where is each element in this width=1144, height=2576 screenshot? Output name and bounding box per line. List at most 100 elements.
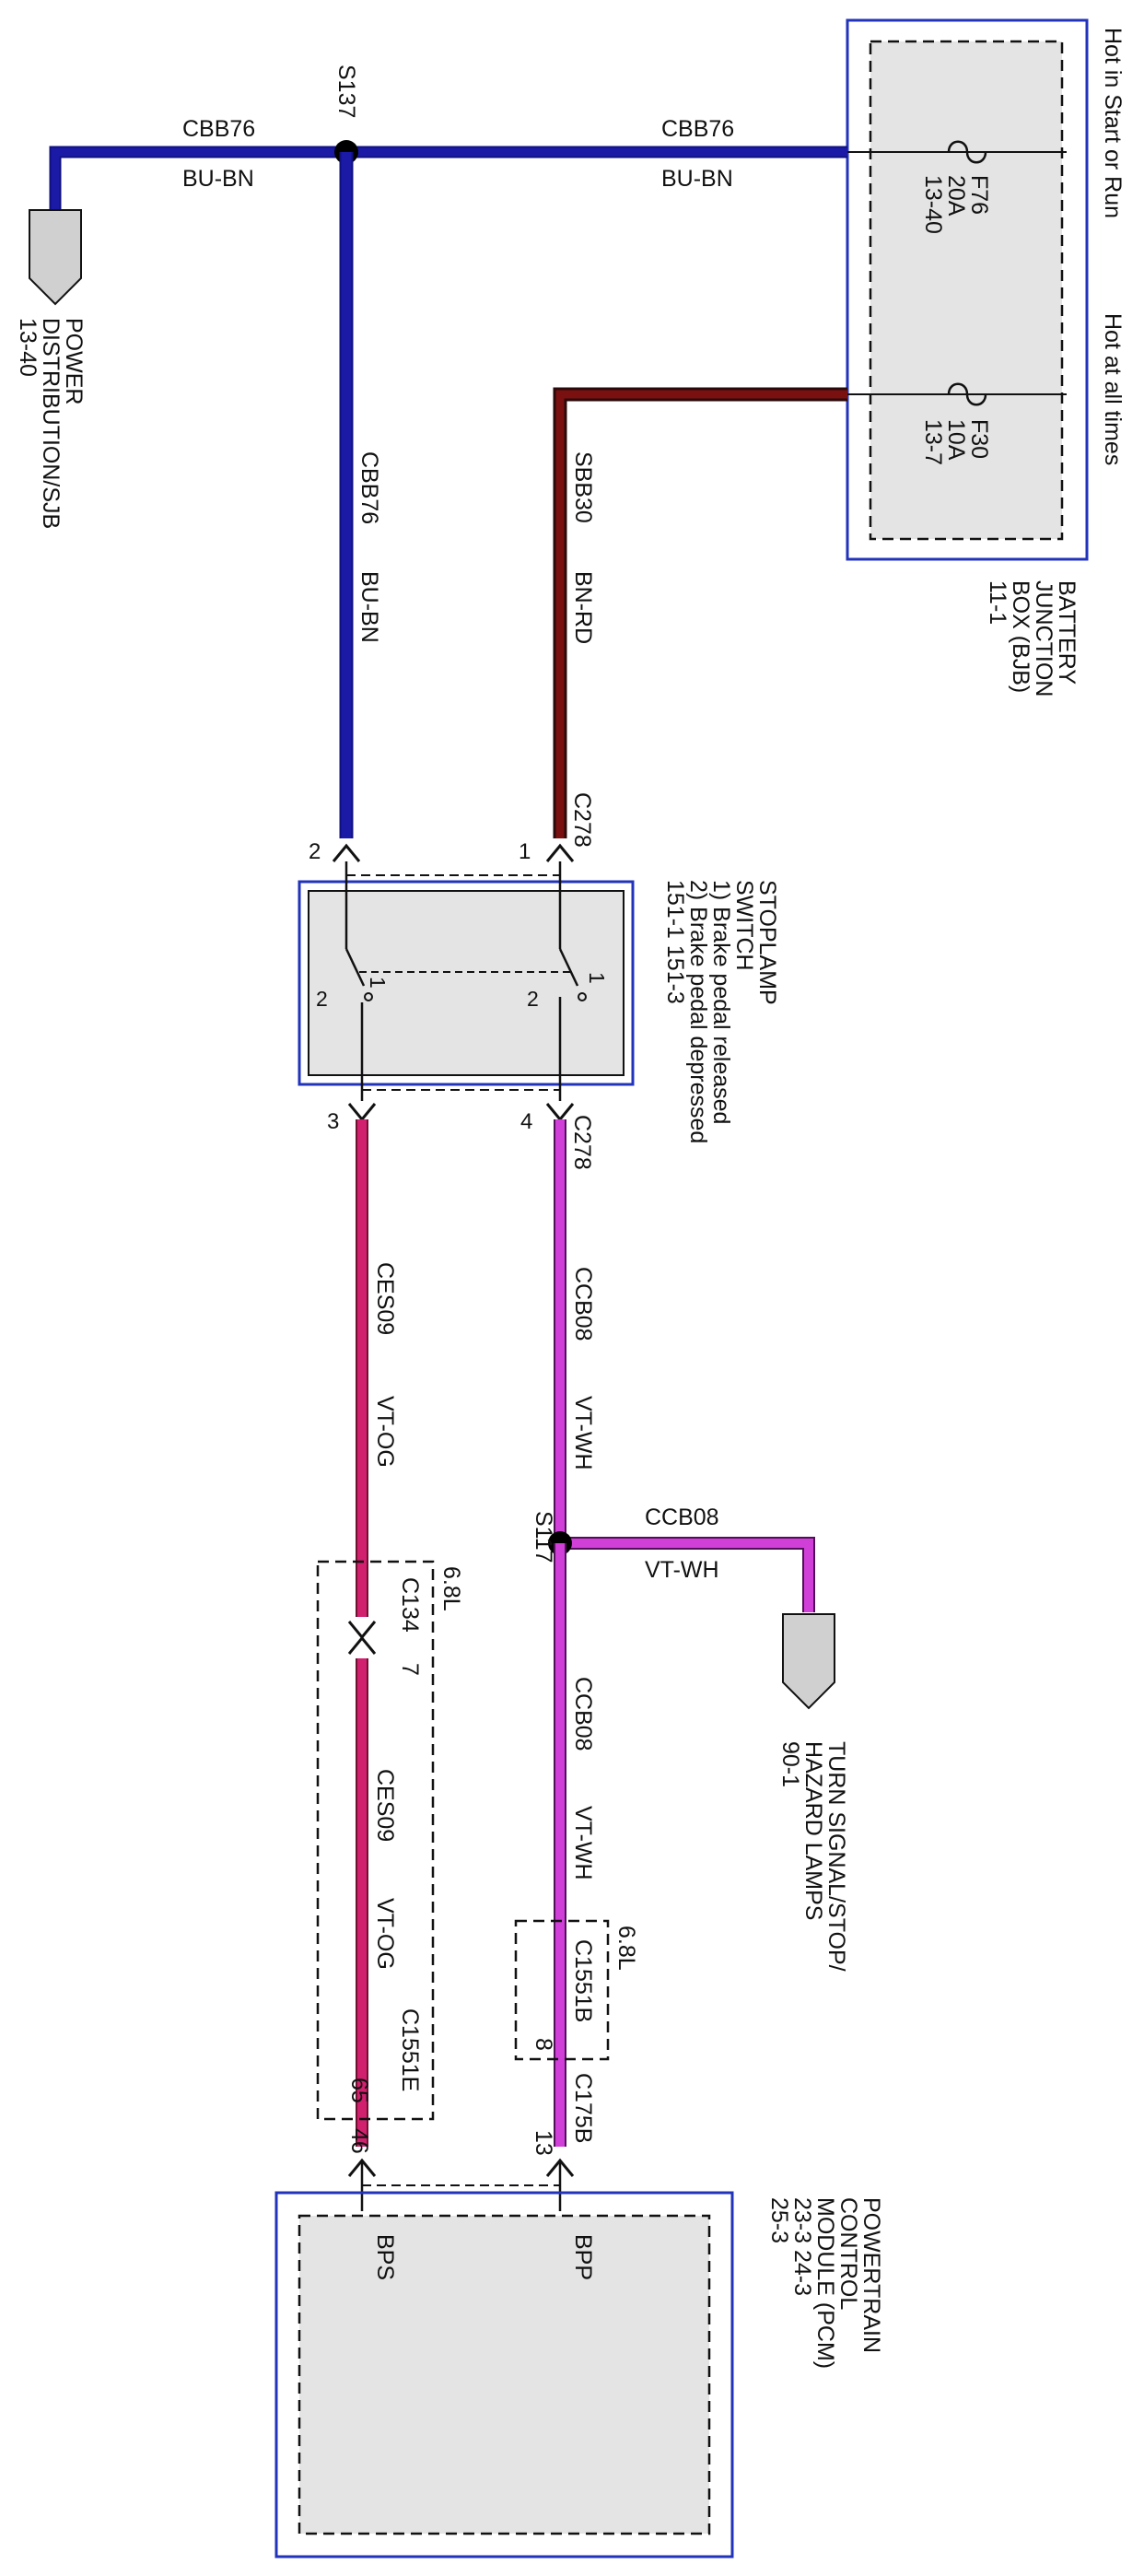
pcm-outline: [274, 2191, 734, 2558]
wire-top-left-circuit: CBB76: [182, 116, 255, 142]
switch-contact-label-2: 1: [366, 977, 390, 989]
switch-label-4: 2) Brake pedal depressed: [685, 880, 711, 1143]
c1551b-dashed-box: [514, 1919, 610, 2061]
wire-vert-left-circuit: CBB76: [356, 451, 382, 524]
pcm-body: [298, 2214, 711, 2535]
battery-junction-box: Hot in Start or Run Hot at all times F76…: [846, 18, 1126, 697]
wire-sbb30-core: [555, 390, 847, 838]
fuse-f76-rating: 20A: [943, 175, 969, 217]
bjb-inner-dashed: [869, 40, 1064, 541]
fuse-f30-name: F30: [966, 419, 992, 459]
switch-label-2: SWITCH: [731, 880, 757, 971]
switch-body: [308, 890, 625, 1076]
power-distribution-label-2: DISTRIBUTION/SJB: [38, 318, 64, 529]
wire-top-right-color: BU-BN: [661, 166, 733, 192]
power-distribution-label-1: POWER: [61, 318, 87, 404]
switch-blade-right: [558, 948, 579, 987]
switch-contact-label-1: 2: [316, 987, 328, 1011]
turn-signal-label-2: HAZARD LAMPS: [800, 1741, 826, 1920]
c134-dashed-box: [316, 1560, 435, 2121]
c175b-label: C175B: [570, 2073, 596, 2143]
bjb-label-1: BATTERY: [1054, 580, 1080, 685]
wire-ccb08-lower-color: VT-WH: [570, 1806, 596, 1880]
bjb-label-3: BOX (BJB): [1008, 580, 1033, 693]
pcm-pin-46: 46: [346, 2128, 372, 2154]
switch-blade-left: [344, 948, 366, 987]
wire-vert-left-color: BU-BN: [356, 571, 382, 643]
c1551b-note: 6.8L: [613, 1926, 639, 1971]
switch-pin-1: 1: [519, 839, 531, 864]
switch-connector-bottom: C278: [569, 1115, 595, 1170]
c134-note: 6.8L: [438, 1566, 464, 1611]
pin-4-bottom-connector: [545, 1103, 575, 1122]
wire-sbb30-edge: [553, 387, 847, 838]
splice-s137-label: S137: [333, 64, 359, 118]
fuse-f30-ref: 13-7: [920, 419, 946, 465]
pcm-label-1: POWERTRAIN: [858, 2197, 884, 2353]
wire-ccb08-branch-circuit: CCB08: [645, 1505, 719, 1530]
wire-ces09-upper-circuit: CES09: [372, 1262, 398, 1335]
switch-outline: [298, 880, 635, 1086]
power-distribution-label-3: 13-40: [15, 318, 41, 377]
switch-label-1: STOPLAMP: [754, 880, 780, 1005]
c1551e-label: C1551E: [397, 2008, 423, 2091]
wire-cbb76-top-core: [51, 147, 847, 221]
pcm-label-3: MODULE (PCM): [812, 2197, 838, 2369]
switch-contact-label-4: 1: [585, 972, 609, 984]
wire-top-right-circuit: CBB76: [661, 116, 734, 142]
fuse-f30-rating: 10A: [943, 419, 969, 461]
pcm-module: BPS BPP POWERTRAIN CONTROL MODULE (PCM) …: [274, 2158, 884, 2558]
wire-sbb30: SBB30 BN-RD: [553, 387, 847, 838]
switch-contact-left-1: [364, 992, 373, 1001]
c134-label: C134: [397, 1577, 423, 1633]
switch-label-3: 1) Brake pedal released: [708, 880, 734, 1124]
fuse-f76-ref: 13-40: [920, 175, 946, 234]
wire-ces09-upper-color: VT-OG: [372, 1396, 398, 1468]
power-distribution-arrow: [29, 209, 82, 306]
wire-ccb08-upper-color: VT-WH: [570, 1396, 596, 1470]
pin-2-top-connector: [332, 843, 361, 862]
c1551b-label: C1551B: [570, 1939, 596, 2022]
bjb-hot-all-times: Hot at all times: [1100, 313, 1126, 465]
turn-signal-label-1: TURN SIGNAL/STOP/: [823, 1741, 849, 1972]
pcm-pin-bps: BPS: [372, 2234, 398, 2280]
bjb-hot-start-run: Hot in Start or Run: [1100, 28, 1126, 218]
wire-ces09-lower-color: VT-OG: [372, 1898, 398, 1970]
bjb-label-4: 11-1: [985, 580, 1010, 625]
wire-vert-right-color: BN-RD: [570, 571, 596, 644]
pcm-pin-13: 13: [531, 2130, 556, 2156]
switch-label-5: 151-1 151-3: [662, 880, 688, 1004]
stoplamp-switch: C278 2 1 2 1 2 1 3 4 C278 STOPLAMP SWITC…: [298, 792, 780, 1170]
power-distribution-sjb: POWER DISTRIBUTION/SJB 13-40: [15, 209, 87, 529]
bjb-label-2: JUNCTION: [1031, 580, 1056, 697]
wire-ccb08-branch-core: [560, 1539, 813, 1612]
turn-signal-label-3: 90-1: [777, 1741, 803, 1787]
wire-cbb76-vertical: CBB76 BU-BN: [339, 152, 382, 838]
pcm-label-5: 25-3: [766, 2197, 792, 2243]
pin-1-top-connector: [545, 843, 575, 862]
wire-ces09-lower-circuit: CES09: [372, 1769, 398, 1842]
switch-pin-3: 3: [327, 1109, 339, 1134]
c134-pin-bottom: [347, 1635, 377, 1655]
c1551e-pin: 65: [346, 2078, 372, 2103]
splice-s117-label: S117: [531, 1511, 556, 1563]
switch-contact-right-1: [578, 992, 587, 1001]
switch-contact-label-3: 2: [527, 987, 539, 1011]
switch-pin-4: 4: [520, 1109, 532, 1134]
pcm-label-2: CONTROL: [835, 2197, 861, 2310]
pcm-pin-bpp: BPP: [570, 2234, 596, 2280]
wire-ccb08-upper-circuit: CCB08: [570, 1267, 596, 1341]
turn-signal-arrow: [782, 1613, 835, 1710]
wire-cbb76-top: S137 CBB76 BU-BN CBB76 BU-BN: [49, 64, 847, 221]
c134-pin: 7: [397, 1663, 423, 1676]
wire-ces09: CES09 VT-OG CES09 VT-OG 6.8L C134 7 C155…: [316, 1119, 464, 2154]
fuse-f76-icon: [947, 140, 987, 164]
wire-ccb08-lower-circuit: CCB08: [570, 1677, 596, 1751]
c134-pin-top: [347, 1621, 377, 1640]
fuse-f30-icon: [947, 382, 987, 406]
bjb-outline: [846, 18, 1089, 561]
pin-3-bottom-connector: [347, 1103, 377, 1122]
fuse-f76-name: F76: [966, 175, 992, 215]
wire-top-left-color: BU-BN: [182, 166, 254, 192]
